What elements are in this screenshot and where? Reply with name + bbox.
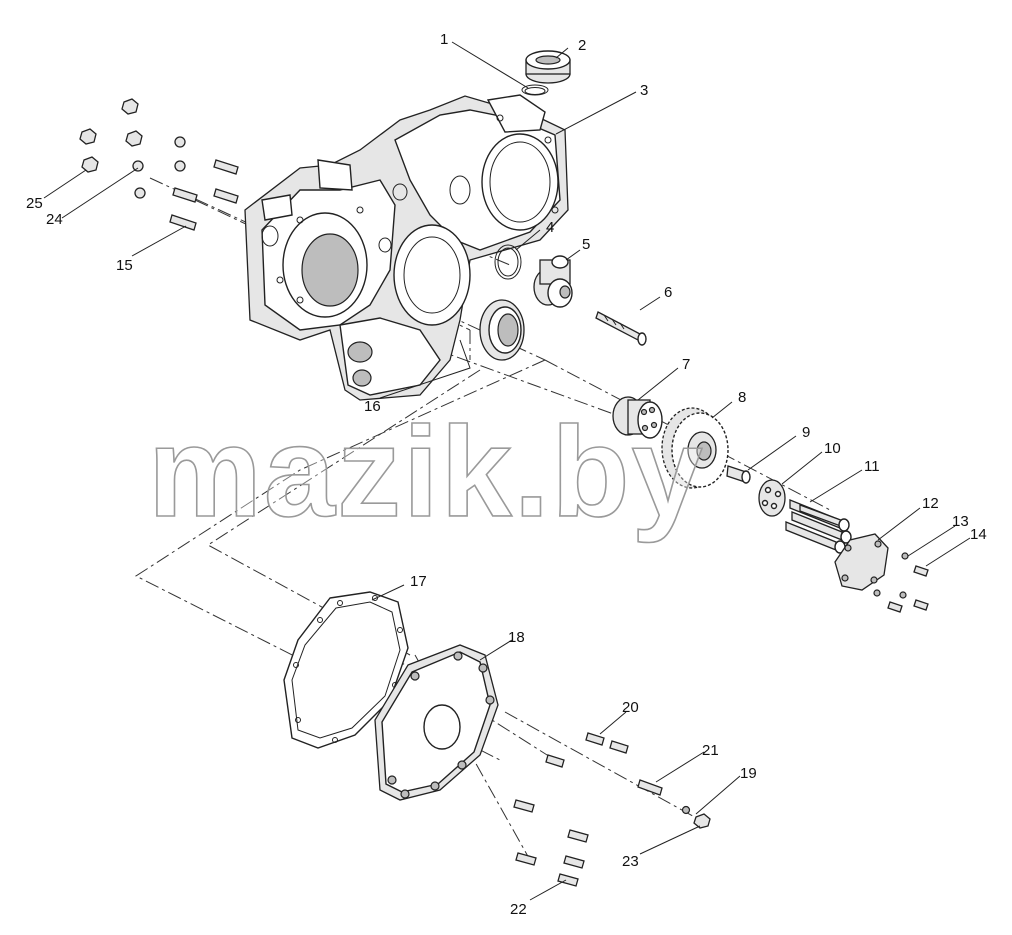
callout-15: 15 bbox=[116, 257, 133, 274]
callout-13: 13 bbox=[952, 513, 969, 530]
small-washers-bolts bbox=[873, 552, 929, 613]
callout-8: 8 bbox=[738, 389, 746, 406]
filler-cap bbox=[525, 50, 571, 84]
idler-gear bbox=[661, 407, 729, 489]
o-ring bbox=[494, 244, 522, 280]
cover-gasket bbox=[283, 591, 409, 749]
gear-hub bbox=[612, 396, 663, 439]
callout-21: 21 bbox=[702, 742, 719, 759]
thrust-washer bbox=[758, 479, 786, 517]
callout-5: 5 bbox=[582, 236, 590, 253]
hub-bolts bbox=[785, 499, 852, 554]
cap-o-ring bbox=[521, 84, 549, 96]
nuts-washers-studs bbox=[79, 98, 239, 231]
callout-19: 19 bbox=[740, 765, 757, 782]
callout-3: 3 bbox=[640, 82, 648, 99]
elbow-fitting bbox=[533, 255, 573, 308]
callout-2: 2 bbox=[578, 37, 586, 54]
callout-9: 9 bbox=[802, 424, 810, 441]
callout-18: 18 bbox=[508, 629, 525, 646]
callout-4: 4 bbox=[546, 219, 554, 236]
callout-16: 16 bbox=[364, 398, 381, 415]
callout-leaders bbox=[43, 41, 971, 901]
front-cover bbox=[374, 644, 499, 801]
callout-labels: 1 2 3 4 5 6 7 8 9 10 11 12 13 14 15 16 1… bbox=[26, 31, 987, 918]
callout-7: 7 bbox=[682, 356, 690, 373]
callout-14: 14 bbox=[970, 526, 987, 543]
callout-1: 1 bbox=[440, 31, 448, 48]
callout-17: 17 bbox=[410, 573, 427, 590]
callout-22: 22 bbox=[510, 901, 527, 918]
callout-25: 25 bbox=[26, 195, 43, 212]
callout-10: 10 bbox=[824, 440, 841, 457]
gear-pin bbox=[726, 465, 751, 484]
callout-23: 23 bbox=[622, 853, 639, 870]
watermark: mazik.by bbox=[148, 401, 705, 544]
callout-11: 11 bbox=[864, 458, 880, 475]
long-bolt bbox=[595, 311, 647, 346]
callout-6: 6 bbox=[664, 284, 672, 301]
cover-plate bbox=[834, 533, 889, 591]
oil-seal bbox=[479, 299, 525, 361]
callout-24: 24 bbox=[46, 211, 63, 228]
callout-12: 12 bbox=[922, 495, 939, 512]
cover-bolts bbox=[513, 732, 711, 887]
gear-housing bbox=[244, 94, 569, 401]
callout-20: 20 bbox=[622, 699, 639, 716]
